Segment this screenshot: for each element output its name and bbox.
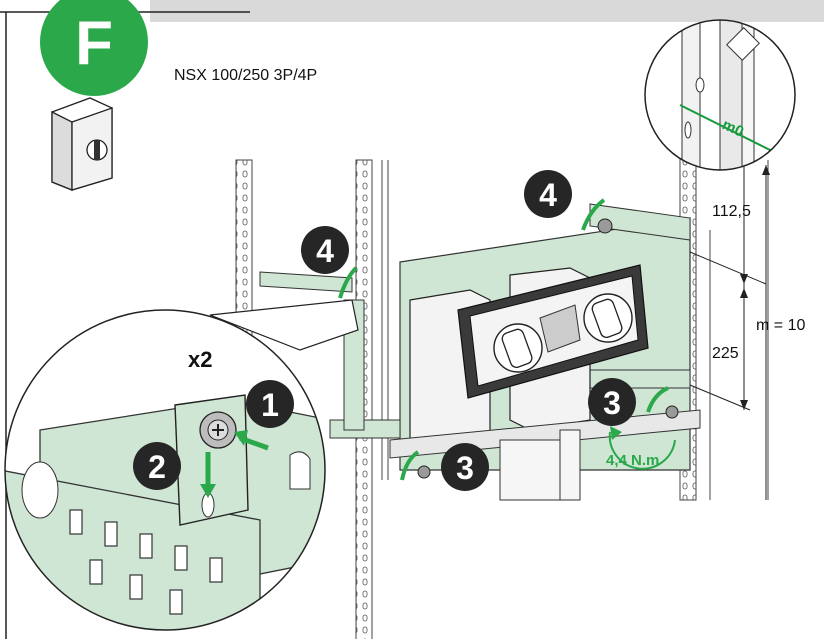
arrow-icon (646, 386, 669, 413)
dimension-m-10: m = 10 (756, 317, 805, 334)
screw-washer (199, 411, 237, 449)
torque-indicator: 4,4 N.m (606, 426, 676, 470)
screws (417, 218, 679, 479)
header-bar (150, 0, 824, 22)
step-badge-2: 2 (133, 442, 181, 490)
dimension-112-5: 112,5 (712, 203, 751, 220)
quantity-label: x2 (188, 347, 212, 372)
rotary-handle-left (493, 323, 543, 373)
model-label: NSX 100/250 3P/4P (174, 67, 317, 84)
escutcheon-frame (457, 264, 649, 399)
rotary-handle-right (583, 293, 633, 343)
step-badge-4-right: 4 (524, 170, 572, 218)
magnifier-detail: m0 (644, 19, 796, 171)
arrow-icon (400, 450, 420, 481)
step-badge-3-right: 3 (588, 378, 636, 426)
down-arrow-icon (200, 484, 216, 498)
step-number: 2 (148, 449, 166, 485)
zoom-detail: x2 1 2 (4, 299, 359, 631)
step-number: 3 (603, 385, 621, 421)
step-number: 1 (261, 387, 279, 423)
dimension-lines (689, 145, 770, 500)
step-badge-3-mid: 3 (441, 443, 489, 491)
rotation-arrows (338, 198, 669, 481)
step-number: 3 (456, 450, 474, 486)
step-letter: F (75, 9, 113, 78)
step-badge-1: 1 (246, 380, 294, 428)
arrow-icon (338, 266, 358, 299)
step-number: 4 (316, 233, 334, 269)
step-number: 4 (539, 177, 557, 213)
step-letter-badge: F (40, 0, 148, 96)
push-arrow-icon (234, 430, 248, 446)
arrow-icon (581, 198, 606, 231)
step-badge-4-left: 4 (301, 226, 349, 274)
dimension-225: 225 (712, 345, 739, 362)
arrowhead-icon (610, 426, 622, 440)
switch-disconnector-icon (51, 97, 113, 191)
torque-label: 4,4 N.m (606, 452, 659, 469)
